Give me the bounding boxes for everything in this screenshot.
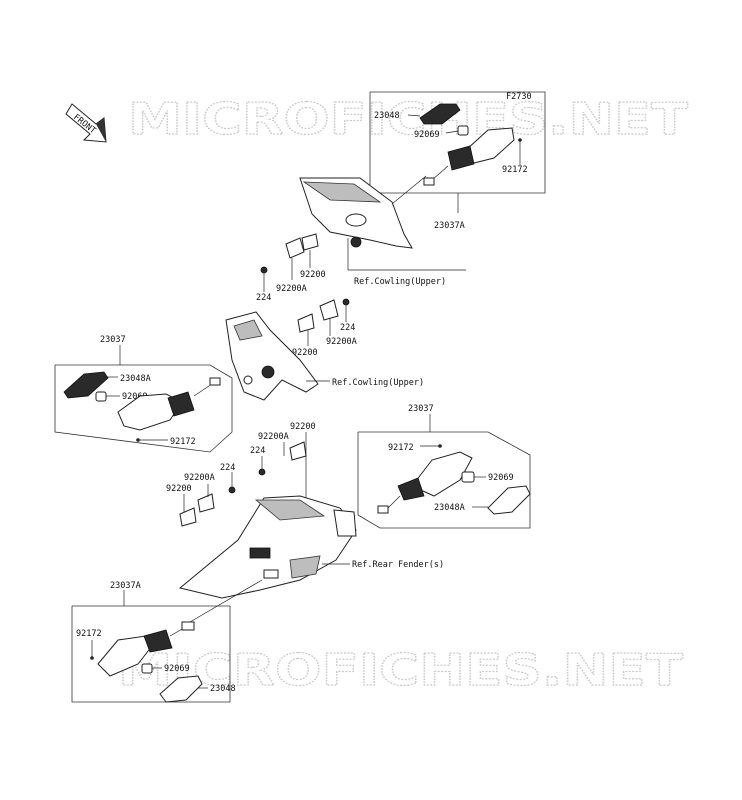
figure-code: F2730 bbox=[506, 92, 532, 102]
label-92069-top: 92069 bbox=[414, 130, 440, 140]
label-92200A-c: 92200A bbox=[258, 432, 289, 442]
bracket-group-upper-2: 224 92200A 92200 bbox=[292, 298, 357, 358]
connector-right bbox=[377, 505, 389, 514]
bracket-group-center: 92200 92200A 224 bbox=[250, 422, 316, 560]
rear-fender: Ref.Rear Fender(s) bbox=[178, 495, 444, 623]
bulb-92069-bottom bbox=[141, 663, 153, 674]
callout-box-left: 23037 23048A 92069 92172 bbox=[54, 335, 233, 453]
label-92172-top: 92172 bbox=[502, 165, 528, 175]
label-92200-c: 92200 bbox=[290, 422, 316, 432]
label-23037-left: 23037 bbox=[100, 335, 126, 345]
label-23048-bottom: 23048 bbox=[210, 684, 236, 694]
label-92172-right: 92172 bbox=[388, 443, 414, 453]
bulb-92069-right bbox=[461, 471, 475, 483]
turn-signal-housing-right bbox=[411, 451, 473, 497]
label-92200A-c2: 92200A bbox=[184, 473, 215, 483]
label-92200-m2: 92200 bbox=[292, 348, 318, 358]
label-92200-m: 92200 bbox=[300, 270, 326, 280]
connector-left bbox=[209, 377, 221, 386]
label-ref-cowling-upper-1: Ref.Cowling(Upper) bbox=[354, 277, 446, 287]
label-23037A-top: 23037A bbox=[434, 221, 465, 231]
label-23037-right: 23037 bbox=[408, 404, 434, 414]
label-92069-bottom: 92069 bbox=[164, 664, 190, 674]
label-224-m2: 224 bbox=[340, 323, 355, 333]
callout-box-bottom-left: 23037A 92172 92069 23048 bbox=[71, 581, 236, 703]
callout-box-top-right: F2730 23048 92069 92172 23037A bbox=[369, 91, 546, 231]
label-92172-bottom: 92172 bbox=[76, 629, 102, 639]
callout-box-right: 23037 92172 92069 23048A bbox=[357, 404, 531, 529]
cowling-upper-piece: Ref.Cowling(Upper) bbox=[299, 175, 466, 287]
label-23037A-bottom: 23037A bbox=[110, 581, 141, 591]
label-ref-rear-fender: Ref.Rear Fender(s) bbox=[352, 560, 444, 570]
front-arrow-icon: FRONT bbox=[65, 103, 107, 143]
label-92069-left: 92069 bbox=[122, 392, 148, 402]
watermark-top: MICROFICHES.NET bbox=[128, 94, 688, 145]
cowling-middle-piece: Ref.Cowling(Upper) bbox=[225, 311, 424, 401]
connector-top bbox=[423, 177, 435, 186]
bulb-92069-top bbox=[457, 125, 469, 136]
label-224-c: 224 bbox=[250, 446, 265, 456]
bulb-92069-left bbox=[95, 391, 107, 402]
watermark-bottom: MICROFICHES.NET bbox=[118, 645, 683, 696]
lens-23048-bottom bbox=[159, 675, 203, 703]
label-92069-right: 92069 bbox=[488, 473, 514, 483]
label-92200A-m: 92200A bbox=[276, 284, 307, 294]
label-92200-c2: 92200 bbox=[166, 484, 192, 494]
bracket-group-center-2: 224 92200A 92200 bbox=[166, 463, 236, 527]
label-23048-top: 23048 bbox=[374, 111, 400, 121]
label-23048A-right: 23048A bbox=[434, 503, 465, 513]
lens-23048A-right bbox=[487, 485, 531, 515]
label-ref-cowling-upper-2: Ref.Cowling(Upper) bbox=[332, 378, 424, 388]
bracket-group-upper: 92200 92200A 224 bbox=[256, 233, 326, 303]
lens-23048A-left bbox=[63, 371, 109, 399]
label-224-m: 224 bbox=[256, 293, 271, 303]
label-92200A-m2: 92200A bbox=[326, 337, 357, 347]
lens-23048-top bbox=[419, 103, 461, 125]
label-23048A-left: 23048A bbox=[120, 374, 151, 384]
label-92172-left: 92172 bbox=[170, 437, 196, 447]
connector-bottom bbox=[181, 621, 195, 631]
label-224-c2: 224 bbox=[220, 463, 235, 473]
